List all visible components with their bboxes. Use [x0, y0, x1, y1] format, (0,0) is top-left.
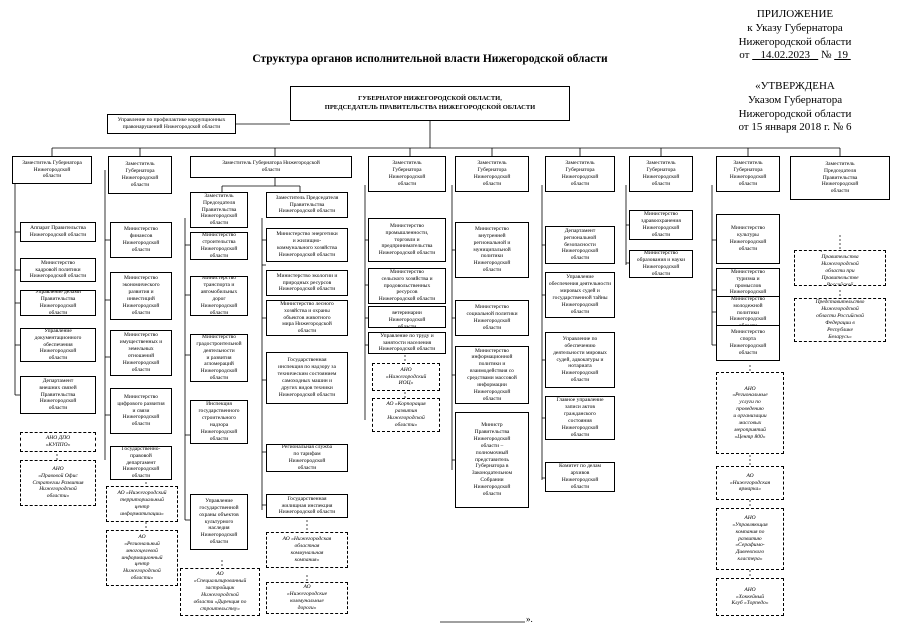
col6-item-1: Департамент региональной безопасности Ни…	[545, 226, 615, 264]
col8-dashed-3: АНО «Управляющая компания по развитию «С…	[716, 508, 784, 570]
deputy-box-9: Заместитель Председателя Правительства Н…	[790, 156, 890, 200]
deputy-box-6: Заместитель Губернатора Нижегородской об…	[545, 156, 615, 192]
col6-item-4: Главное управление записи актов гражданс…	[545, 396, 615, 440]
col4-item-4: Управление по труду и занятости населени…	[368, 332, 446, 354]
col3b-item-1: Министерство энергетики и жилищно- комму…	[266, 228, 348, 262]
closing-quote: ».	[526, 614, 533, 624]
deputy-box-4: Заместитель Губернатора Нижегородской об…	[368, 156, 446, 192]
col3a-item-4: Инспекция государственного строительного…	[190, 400, 248, 444]
anticorruption-box: Управление по профилактике коррупционных…	[107, 114, 236, 134]
col3a-head: Заместитель Председателя Правительства Н…	[190, 192, 248, 228]
col5-item-2: Министерство социальной политики Нижегор…	[455, 300, 529, 336]
col2-item-3: Министерство имущественных и земельных о…	[110, 330, 172, 376]
col5-item-3: Министерство информационной политики и в…	[455, 346, 529, 404]
col5-item-1: Министерство внутренней региональной и м…	[455, 222, 529, 278]
appendix-date: 14.02.2023	[760, 49, 810, 62]
appendix-date-line: от 14.02.2023 № 19	[739, 49, 848, 62]
col4-item-2: Министерство сельского хозяйства и продо…	[368, 268, 446, 304]
col8-item-1: Министерство культуры Нижегородской обла…	[716, 214, 780, 264]
approved-line1: «УТВЕРЖДЕНА	[755, 80, 835, 92]
col2-item-2: Министерство экономического развития и и…	[110, 272, 172, 320]
col3a-dashed-1: АО «Специализированный застройщик Нижего…	[180, 568, 260, 616]
col2-item-1: Министерство финансов Нижегородской обла…	[110, 222, 172, 258]
col6-item-5: Комитет по делам архивов Нижегородской о…	[545, 462, 615, 492]
col9-dashed-1: ГКУ НО «Представительство Правительства …	[794, 250, 886, 286]
deputy-box-8: Заместитель Губернатора Нижегородской об…	[716, 156, 780, 192]
col4-item-3: Комитет ветеринарии Нижегородской област…	[368, 306, 446, 328]
approved-line2: Указом Губернатора	[747, 93, 843, 106]
col3a-item-3: Министерство градостроительной деятельно…	[190, 334, 248, 382]
col7-item-2: Министерство образования и науки Нижегор…	[629, 250, 693, 278]
col8-dashed-2: АО «Нижегородская ярмарка»	[716, 466, 784, 500]
deputy-box-7: Заместитель Губернатора Нижегородской об…	[629, 156, 693, 192]
col3b-item-2: Министерство экологии и природных ресурс…	[266, 270, 348, 296]
col4-dashed-2: АО «Корпорация развития Нижегородской об…	[372, 398, 440, 432]
col3a-item-1: Министерство строительства Нижегородской…	[190, 232, 248, 260]
col1-item-4: Управление документационного обеспечения…	[20, 328, 96, 362]
col8-dashed-4: АНО «Хоккейный Клуб «Торпедо»	[716, 578, 784, 616]
col3b-head: Заместитель Председателя Правительства Н…	[266, 192, 348, 218]
appendix-number: 19	[836, 49, 848, 62]
deputy-box-5: Заместитель Губернатора Нижегородской об…	[455, 156, 529, 192]
col3b-dashed-2: АО «Нижегородские коммунальные дороги»	[266, 582, 348, 614]
approved-line4: от 15 января 2018 г. № 6	[738, 121, 852, 134]
col8-item-3: Министерство молодежной политики Нижегор…	[716, 296, 780, 330]
approved-block: «УТВЕРЖДЕНА Указом Губернатора Нижегород…	[695, 80, 895, 135]
col3a-item-2: Министерство транспорта и автомобильных …	[190, 276, 248, 316]
col1-item-5: Департамент внешних связей Правительства…	[20, 376, 96, 414]
appendix-block: ПРИЛОЖЕНИЕ к Указу Губернатора Нижегород…	[695, 8, 895, 63]
col3b-dashed-1: АО «Нижегородская областная коммунальная…	[266, 532, 348, 568]
col6-item-2: Управление обеспечения деятельности миро…	[545, 272, 615, 318]
col2-item-5: Государственно- правовой департамент Ниж…	[110, 446, 172, 480]
appendix-line3: Нижегородской области	[738, 35, 852, 48]
col9-dashed-2: Представительство Нижегородской области …	[794, 298, 886, 342]
deputy-box-3: Заместитель Губернатора Нижегородской об…	[190, 156, 352, 178]
deputy-box-1: Заместитель Губернатора Нижегородской об…	[12, 156, 92, 184]
col2-dashed-1: АО «Нижегородский территориальный центр …	[106, 486, 178, 522]
col8-item-4: Министерство спорта Нижегородской област…	[716, 325, 780, 361]
col1-item-3: Управление делами Правительства Нижегоро…	[20, 290, 96, 316]
col4-dashed-1: АНО «Нижегородский ИОЦ»	[372, 363, 440, 391]
governor-box: ГУБЕРНАТОР НИЖЕГОРОДСКОЙ ОБЛАСТИ, ПРЕДСЕ…	[290, 86, 570, 121]
appendix-line1: ПРИЛОЖЕНИЕ	[756, 8, 834, 20]
col6-item-3: Управление по обеспечению деятельности м…	[545, 332, 615, 388]
col3a-item-5: Управление государственной охраны объект…	[190, 494, 248, 550]
col4-item-1: Министерство промышленности, торговли и …	[368, 218, 446, 262]
col1-dashed-2: АНО «Правовой Офис Стратегии Развития Ни…	[20, 460, 96, 506]
col7-item-1: Министерство здравоохранения Нижегородск…	[629, 210, 693, 240]
col1-dashed-1: АНО ДПО «КУППО»	[20, 432, 96, 452]
col3b-item-4: Государственная инспекция по надзору за …	[266, 352, 348, 404]
col5-item-4: Министр Правительства Нижегородской обла…	[455, 412, 529, 508]
page-title: Структура органов исполнительной власти …	[252, 53, 608, 65]
col1-item-2: Министерство кадровой политики Нижегород…	[20, 258, 96, 282]
col3b-item-6: Государственная жилищная инспекция Нижег…	[266, 494, 348, 518]
appendix-line2: к Указу Губернатора	[747, 21, 843, 34]
col3b-item-5: Региональная служба по тарифам Нижегород…	[266, 444, 348, 472]
col1-item-1: Аппарат Правительства Нижегородской обла…	[20, 222, 96, 242]
approved-line3: Нижегородской области	[738, 107, 852, 120]
col3b-item-3: Министерство лесного хозяйства и охраны …	[266, 300, 348, 336]
col2-dashed-2: АО «Региональный многоцелевой информацио…	[106, 530, 178, 586]
col2-item-4: Министерство цифрового развития и связи …	[110, 388, 172, 434]
col8-dashed-1: АНО «Региональные услуги по проведению и…	[716, 372, 784, 454]
deputy-box-2: Заместитель Губернатора Нижегородской об…	[108, 156, 172, 194]
